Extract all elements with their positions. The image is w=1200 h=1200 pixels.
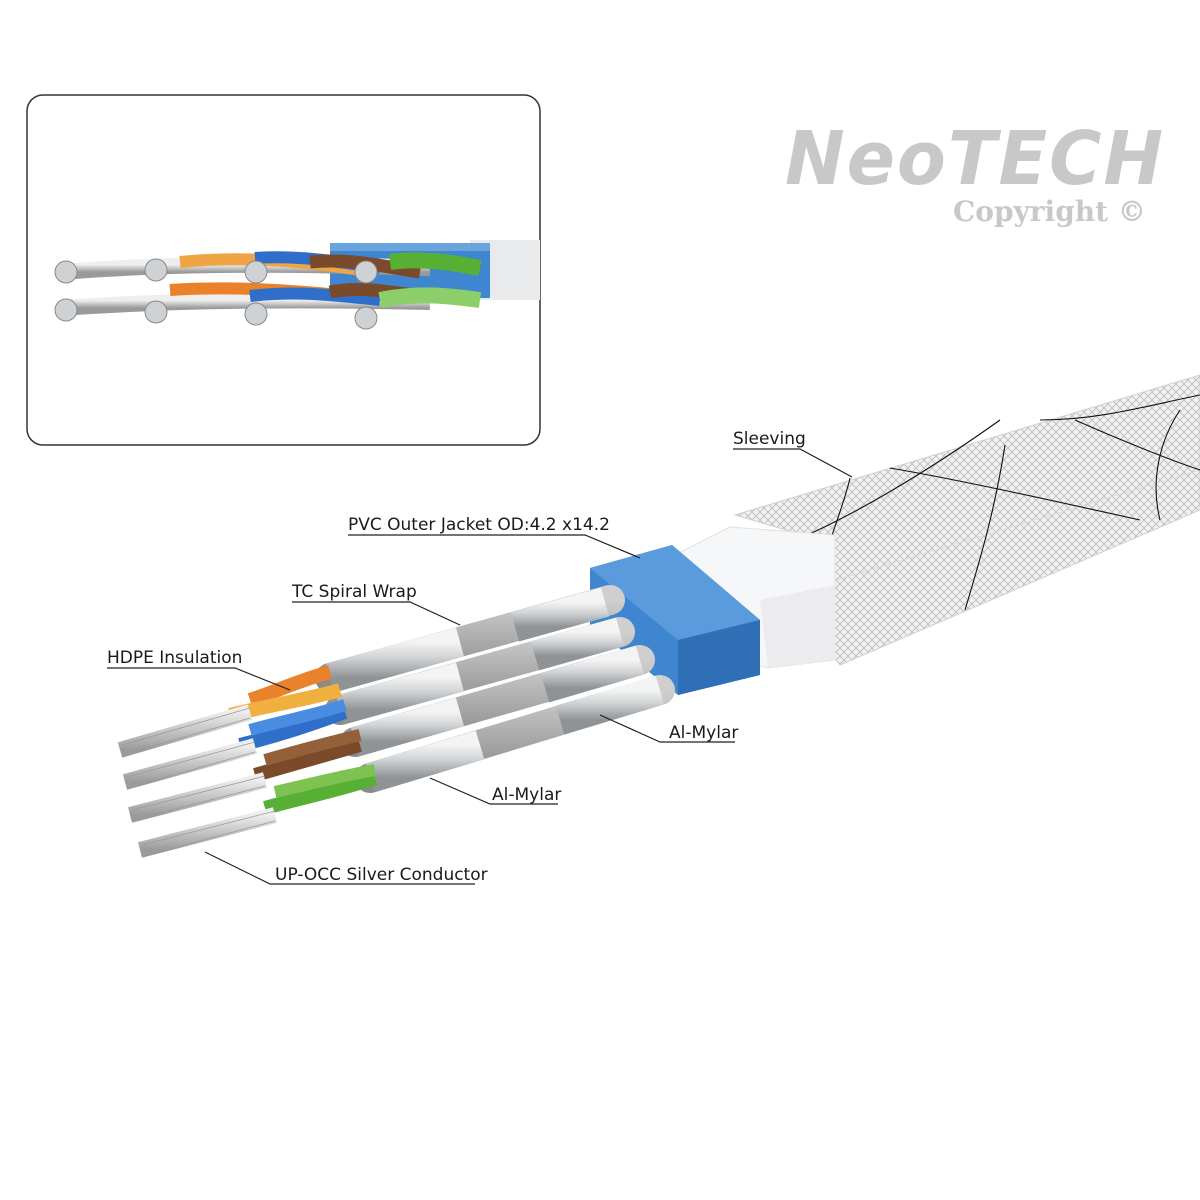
leader-pvc-jacket [348, 535, 640, 558]
label-al-mylar-pair: Al-Mylar [492, 785, 561, 805]
brand-logo-text: NeoTECH [785, 116, 1165, 202]
leader-hdpe [107, 668, 290, 690]
main-cable [120, 375, 1200, 856]
copyright-text: Copyright © [953, 195, 1146, 228]
label-tc-spiral: TC Spiral Wrap [291, 582, 417, 602]
label-pvc-jacket: PVC Outer Jacket OD:4.2 x14.2 [348, 515, 610, 535]
label-al-mylar-overall: Al-Mylar [669, 723, 738, 743]
leader-sleeving [733, 449, 852, 477]
label-hdpe: HDPE Insulation [107, 648, 242, 668]
label-sleeving: Sleeving [733, 429, 806, 449]
inset-detail [27, 95, 540, 445]
brand-logo: NeoTECH Copyright © [785, 116, 1165, 228]
label-conductor: UP-OCC Silver Conductor [275, 865, 488, 885]
shielded-pairs [330, 600, 660, 778]
leader-tc-spiral [292, 602, 460, 625]
